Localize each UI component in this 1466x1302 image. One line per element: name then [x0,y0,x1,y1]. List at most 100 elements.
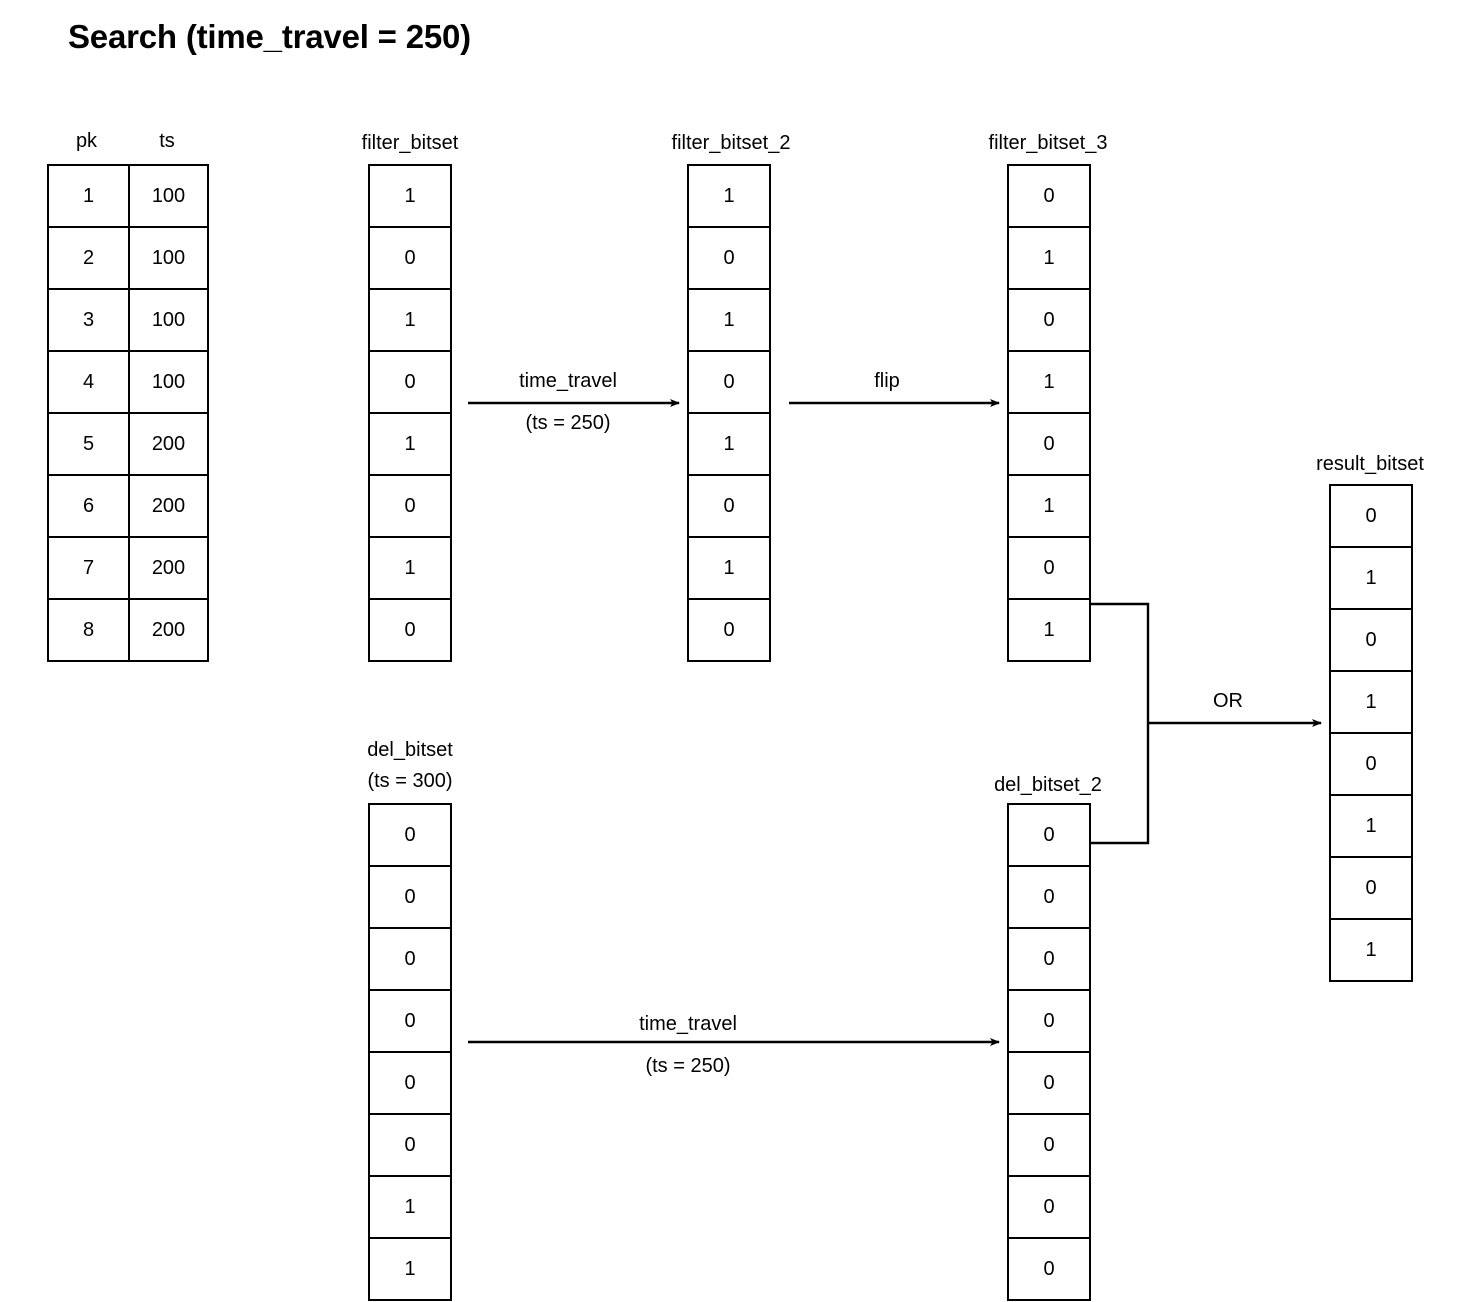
bit-row: 0 [370,1113,450,1175]
bit-row: 0 [370,350,450,412]
filter-bitset-3: 0 1 0 1 0 1 0 1 [1007,164,1091,662]
filter-bitset-3-label: filter_bitset_3 [988,132,1108,154]
arrow-label-or: OR [1213,690,1243,712]
bit-row: 1 [1009,598,1089,660]
bit-cell: 1 [1043,494,1055,517]
bit-row: 0 [370,1051,450,1113]
bit-row: 0 [1009,805,1089,865]
bit-row: 1 [1331,918,1411,980]
bit-cell: 0 [1043,1133,1055,1156]
table-cell-ts: 200 [128,538,207,598]
table-cell-pk: 3 [82,308,95,331]
bit-cell: 0 [1043,1071,1055,1094]
bit-row: 0 [370,598,450,660]
bit-row: 0 [370,989,450,1051]
filter-bitset-2-label: filter_bitset_2 [671,132,791,154]
bit-cell: 1 [404,432,416,455]
bit-cell: 1 [404,184,416,207]
table-cell-pk: 5 [82,432,95,455]
table-cell-pk: 2 [82,246,95,269]
filter-bitset-2: 1 0 1 0 1 0 1 0 [687,164,771,662]
bit-row: 0 [370,865,450,927]
bit-cell: 0 [404,1133,416,1156]
bit-cell: 0 [1043,432,1055,455]
bit-row: 0 [689,474,769,536]
bit-row: 0 [1331,486,1411,546]
table-cell-ts: 100 [128,166,207,226]
bit-cell: 1 [1365,938,1377,961]
arrow-label-flip: flip [874,370,900,392]
del-bitset-sublabel: (ts = 300) [367,770,453,792]
bit-cell: 0 [404,1071,416,1094]
bit-row: 1 [370,288,450,350]
table-row: 1 100 [49,166,207,226]
bit-cell: 0 [1043,1009,1055,1032]
bit-cell: 0 [1043,556,1055,579]
bit-cell: 0 [404,618,416,641]
table-cell-ts: 100 [128,290,207,350]
bit-cell: 0 [1365,504,1377,527]
bit-cell: 0 [1043,308,1055,331]
arrow-label-time-travel-top-line2: (ts = 250) [525,412,611,434]
bit-row: 1 [370,412,450,474]
table-row: 6 200 [49,474,207,536]
bit-cell: 0 [404,823,416,846]
bit-cell: 0 [1043,1257,1055,1280]
bit-row: 0 [689,226,769,288]
bit-cell: 1 [1365,690,1377,713]
arrow-label-time-travel-bottom-line1: time_travel [639,1013,737,1035]
bit-row: 0 [370,226,450,288]
connector-filter-bitset-3-to-or [1090,602,1150,723]
bit-row: 0 [1331,856,1411,918]
bit-row: 0 [1009,1175,1089,1237]
table-row: 5 200 [49,412,207,474]
bit-row: 1 [370,166,450,226]
bit-row: 1 [689,536,769,598]
bit-cell: 0 [1043,184,1055,207]
bit-row: 0 [1009,865,1089,927]
bit-row: 0 [1331,608,1411,670]
table-row: 3 100 [49,288,207,350]
bit-cell: 0 [404,370,416,393]
bit-cell: 0 [1365,752,1377,775]
bit-row: 1 [689,412,769,474]
del-bitset-2: 0 0 0 0 0 0 0 0 [1007,803,1091,1301]
bit-row: 0 [370,474,450,536]
bit-row: 0 [689,350,769,412]
table-row: 2 100 [49,226,207,288]
bit-cell: 1 [1043,246,1055,269]
bit-cell: 1 [1365,814,1377,837]
table-cell-pk: 4 [82,370,95,393]
bit-row: 0 [1009,1051,1089,1113]
bit-cell: 0 [1365,628,1377,651]
bit-row: 1 [1009,226,1089,288]
bit-cell: 1 [404,556,416,579]
bit-row: 1 [689,166,769,226]
bit-cell: 0 [1043,885,1055,908]
bit-row: 0 [1331,732,1411,794]
table-cell-ts: 100 [128,352,207,412]
arrow-label-time-travel-bottom-line2: (ts = 250) [645,1055,731,1077]
bit-row: 1 [689,288,769,350]
bit-cell: 1 [404,1195,416,1218]
del-bitset-2-label: del_bitset_2 [994,774,1102,796]
bit-cell: 0 [723,618,735,641]
del-bitset: 0 0 0 0 0 0 1 1 [368,803,452,1301]
bit-cell: 1 [1043,370,1055,393]
bit-cell: 0 [1043,947,1055,970]
bit-cell: 0 [1365,876,1377,899]
bit-cell: 1 [1043,618,1055,641]
bit-cell: 1 [723,308,735,331]
bit-cell: 1 [404,308,416,331]
table-cell-pk: 7 [82,556,95,579]
page-title: Search (time_travel = 250) [68,18,471,55]
bit-row: 1 [1331,670,1411,732]
table-cell-pk: 1 [82,184,95,207]
bit-row: 0 [1009,288,1089,350]
source-table-header-ts: ts [159,130,175,152]
filter-bitset-label: filter_bitset [361,132,459,154]
table-cell-pk: 6 [82,494,95,517]
bit-row: 0 [1009,412,1089,474]
bit-row: 0 [1009,1113,1089,1175]
bit-row: 0 [1009,536,1089,598]
